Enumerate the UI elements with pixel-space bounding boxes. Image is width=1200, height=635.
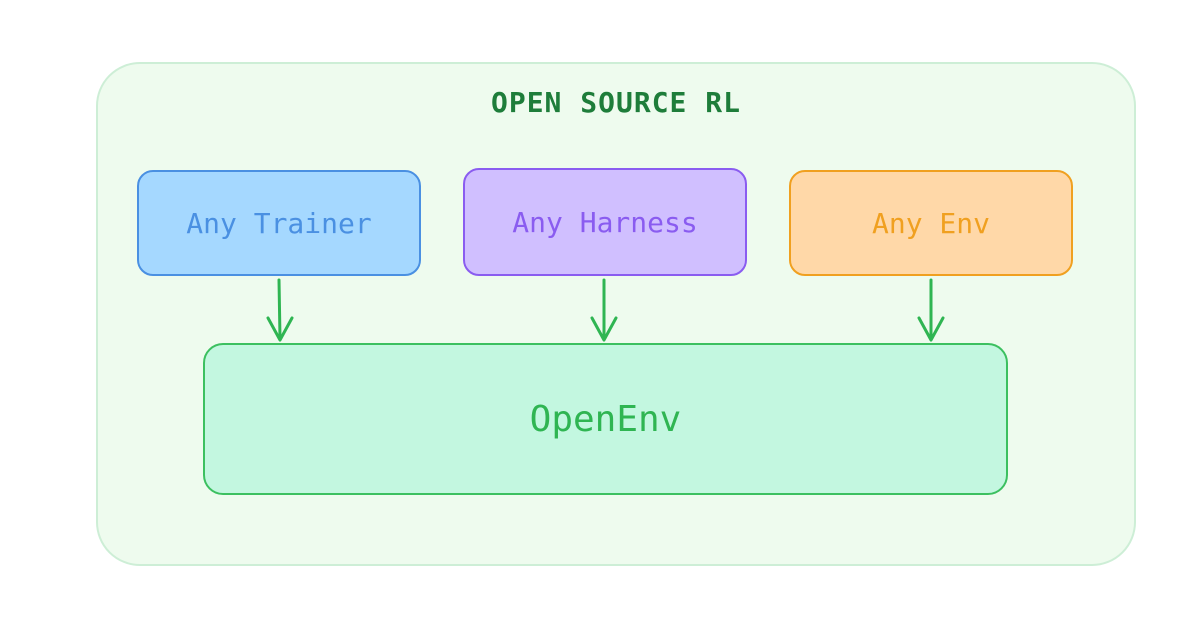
diagram-title: OPEN SOURCE RL — [490, 86, 741, 119]
any-env-label: Any Env — [871, 206, 990, 240]
any-env-node: Any Env — [789, 170, 1073, 276]
any-harness-node: Any Harness — [463, 168, 747, 276]
any-trainer-label: Any Trainer — [186, 206, 372, 240]
any-trainer-node: Any Trainer — [137, 170, 421, 276]
openenv-label: OpenEnv — [529, 398, 682, 440]
openenv-node: OpenEnv — [203, 343, 1008, 495]
any-harness-label: Any Harness — [512, 205, 698, 239]
